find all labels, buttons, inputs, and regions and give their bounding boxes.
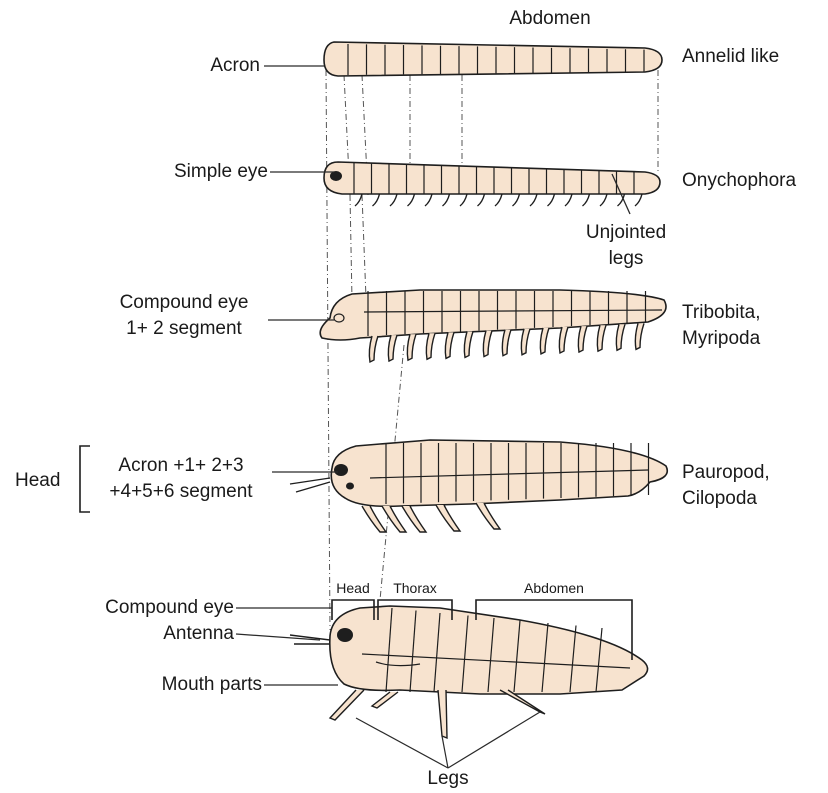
antenna-label: Antenna [60, 623, 234, 645]
unjointed-legs-label-2: legs [566, 248, 686, 270]
legs-leaders [356, 712, 540, 768]
leg-shape [464, 332, 473, 358]
top-abdomen-label: Abdomen [500, 8, 600, 30]
segment-1-2-label: 1+ 2 segment [96, 318, 272, 340]
leg-shape [426, 333, 435, 359]
head-label: Head [15, 470, 60, 492]
compound-eye-icon [334, 314, 344, 322]
leg-shape [436, 505, 460, 531]
leg-line [355, 194, 362, 206]
group-annelid-label: Annelid like [682, 46, 779, 68]
leg-line [478, 194, 485, 206]
leg-line [495, 194, 502, 206]
leg-line [548, 194, 555, 206]
leg-line [600, 194, 607, 206]
onychophora-legs [355, 194, 642, 206]
head-eye-icon-1 [334, 464, 348, 476]
compound-eye-label-2: Compound eye [60, 597, 234, 619]
leg-shape [445, 332, 454, 358]
leg-shape [402, 506, 426, 532]
pauropod-body [290, 440, 667, 532]
acron-label: Acron [160, 55, 260, 77]
head-eye-icon-2 [346, 483, 354, 490]
leg-shape [372, 692, 398, 708]
leg-line [513, 194, 520, 206]
leg-line [530, 194, 537, 206]
leg-shape [578, 326, 587, 352]
leg-line [443, 194, 450, 206]
insect-legs [330, 690, 545, 738]
pauropod-legs [362, 503, 500, 532]
leg-shape [483, 331, 492, 357]
leg-shape [438, 690, 447, 738]
leg-shape [388, 335, 397, 361]
mouth-parts-label: Mouth parts [60, 674, 262, 696]
leg-line [373, 194, 380, 206]
alignment-lines [326, 70, 658, 630]
tagma-abdomen-label: Abdomen [476, 580, 632, 596]
simple-eye-label: Simple eye [120, 161, 268, 183]
leg-shape [330, 690, 364, 720]
annelid-body [324, 42, 662, 76]
leg-line [460, 194, 467, 206]
leg-shape [616, 324, 625, 350]
legs-label: Legs [408, 768, 488, 790]
leg-shape [635, 323, 644, 349]
leg-shape [369, 336, 378, 362]
leg-line [583, 194, 590, 206]
leg-shape [407, 334, 416, 360]
onychophora-body [324, 162, 660, 206]
leg-line [408, 194, 415, 206]
leg-shape [382, 506, 406, 532]
leg-line [565, 194, 572, 206]
tagma-thorax-label: Thorax [378, 580, 452, 596]
insect-body [290, 606, 648, 738]
group-pauropod-label-1: Pauropod, [682, 462, 770, 484]
group-onychophora-label: Onychophora [682, 170, 796, 192]
leg-shape [476, 503, 500, 529]
leg-shape [559, 327, 568, 353]
leg-line [390, 194, 397, 206]
leg-line [425, 194, 432, 206]
leg-shape [597, 325, 606, 351]
leg-shape [502, 330, 511, 356]
leg-shape [540, 328, 549, 354]
acron-segments-label-1: Acron +1+ 2+3 [90, 455, 272, 477]
leg-line [635, 194, 642, 206]
compound-eye-label-1: Compound eye [96, 292, 272, 314]
group-pauropod-label-2: Cilopoda [682, 488, 757, 510]
acron-segments-label-2: +4+5+6 segment [90, 481, 272, 503]
unjointed-legs-label-1: Unjointed [566, 222, 686, 244]
group-tribobita-label-1: Tribobita, [682, 302, 761, 324]
group-tribobita-label-2: Myripoda [682, 328, 760, 350]
tagma-head-label: Head [332, 580, 374, 596]
head-bracket [80, 446, 90, 512]
myriapod-body [320, 290, 666, 362]
leg-shape [362, 506, 386, 532]
leg-shape [521, 329, 530, 355]
insect-compound-eye-icon [337, 628, 353, 642]
